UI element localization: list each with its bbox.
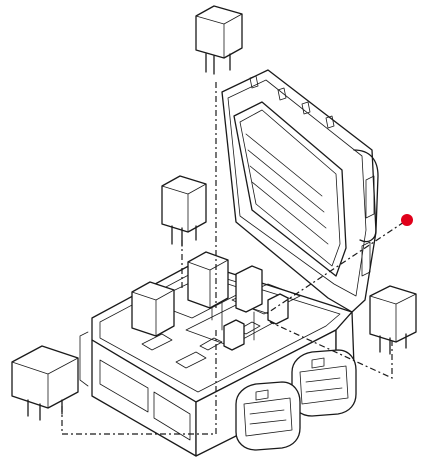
installed-relay-2 bbox=[187, 251, 229, 309]
relay-right bbox=[369, 285, 417, 355]
installed-fuse-block bbox=[223, 265, 289, 351]
harness-connector-right bbox=[291, 349, 357, 417]
red-dot-marker-icon bbox=[401, 214, 413, 226]
relay-left bbox=[11, 345, 79, 421]
harness-connector-left bbox=[235, 381, 301, 451]
installed-relay-1 bbox=[131, 281, 175, 337]
fuse-box-lid bbox=[221, 69, 379, 313]
relay-middle bbox=[161, 175, 207, 247]
leader-lines bbox=[61, 82, 405, 435]
relay-top bbox=[195, 5, 243, 75]
